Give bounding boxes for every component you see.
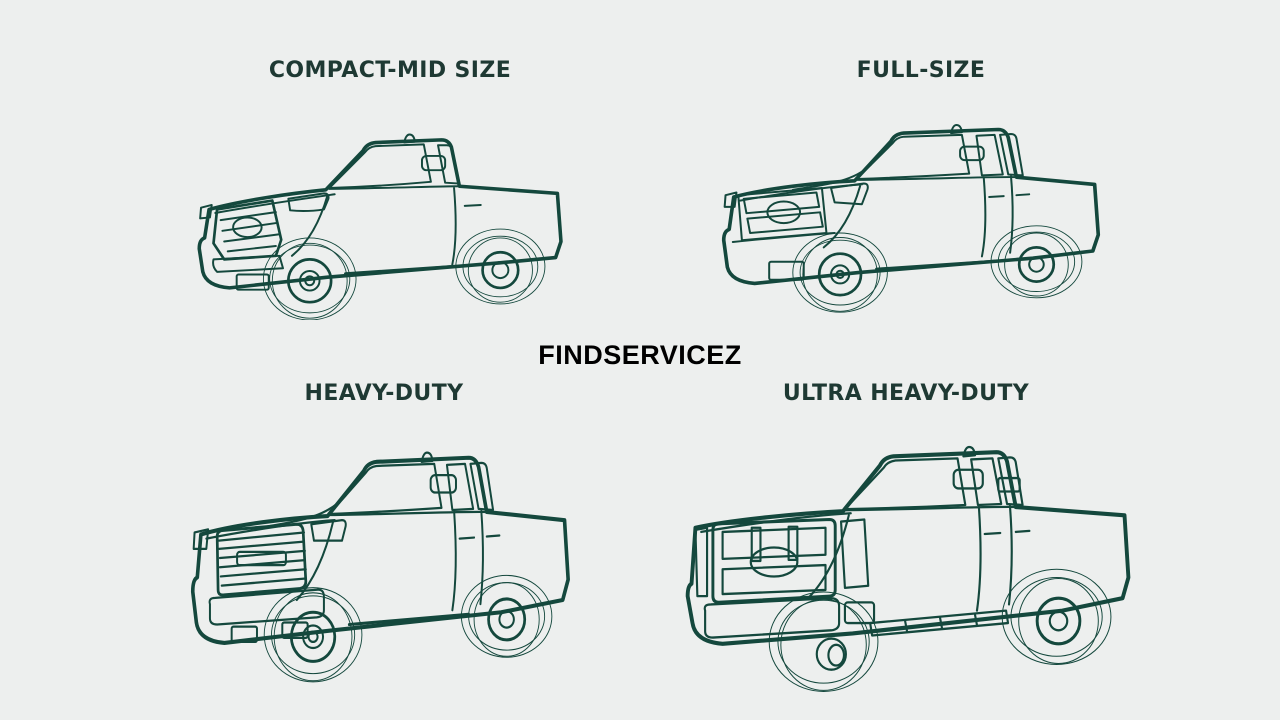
side-mirror (952, 468, 984, 490)
license-plate (235, 273, 270, 291)
truck-illustration-ultra-heavy-duty (676, 418, 1142, 708)
front-wheel (263, 587, 363, 683)
front-bumper (212, 254, 284, 291)
rocker-step (347, 612, 471, 627)
antenna (420, 451, 434, 463)
category-label-full-size: FULL-SIZE (856, 58, 986, 83)
front-wheel (768, 591, 879, 692)
truck-body (685, 450, 1131, 646)
license-plate (768, 260, 805, 281)
grille (215, 522, 308, 597)
front-bumper (208, 588, 325, 644)
side-windows (975, 133, 1024, 177)
cab-rear-light (997, 476, 1021, 493)
brand-wordmark: FINDSERVICEZ (538, 340, 742, 370)
headlights (723, 182, 869, 208)
front-bumper (703, 597, 876, 639)
side-mirror (429, 474, 457, 494)
headlights (694, 518, 870, 598)
headlights (199, 192, 330, 220)
truck-illustration-heavy-duty (181, 424, 579, 690)
windshield (328, 462, 443, 516)
rocker-step (875, 259, 1000, 271)
grille-badge (766, 200, 802, 225)
category-label-ultra-heavy-duty: ULTRA HEAVY-DUTY (782, 381, 1030, 406)
grille (737, 187, 828, 242)
antenna (950, 124, 963, 135)
running-board (869, 609, 1010, 637)
rear-wheel (455, 228, 546, 305)
grille (711, 517, 837, 604)
windshield (328, 143, 432, 190)
truck-body (197, 138, 563, 290)
grille (212, 199, 283, 261)
rocker-step (344, 265, 452, 275)
grille-badge (232, 216, 263, 239)
side-windows (445, 461, 495, 512)
side-window (437, 144, 461, 185)
grille-badge (236, 550, 287, 567)
headlights (192, 519, 347, 550)
windshield (855, 133, 971, 180)
dually-hub-cap (815, 637, 847, 671)
side-mirror (959, 145, 985, 162)
category-label-heavy-duty: HEAVY-DUTY (304, 381, 464, 406)
grille-badge (749, 546, 799, 578)
front-wheel (262, 237, 357, 320)
windshield (843, 457, 967, 511)
front-bumper (731, 232, 836, 281)
front-wheel (792, 232, 888, 313)
category-label-compact-mid-size: COMPACT-MID SIZE (268, 58, 512, 83)
truck-illustration-full-size (711, 98, 1111, 314)
rear-wheel (990, 225, 1083, 299)
side-mirror (421, 154, 447, 172)
rear-wheel (460, 574, 553, 658)
antenna (403, 133, 416, 144)
truck-illustration-compact-mid-size (185, 106, 577, 320)
antenna (962, 445, 977, 458)
rear-wheel (1001, 568, 1112, 666)
